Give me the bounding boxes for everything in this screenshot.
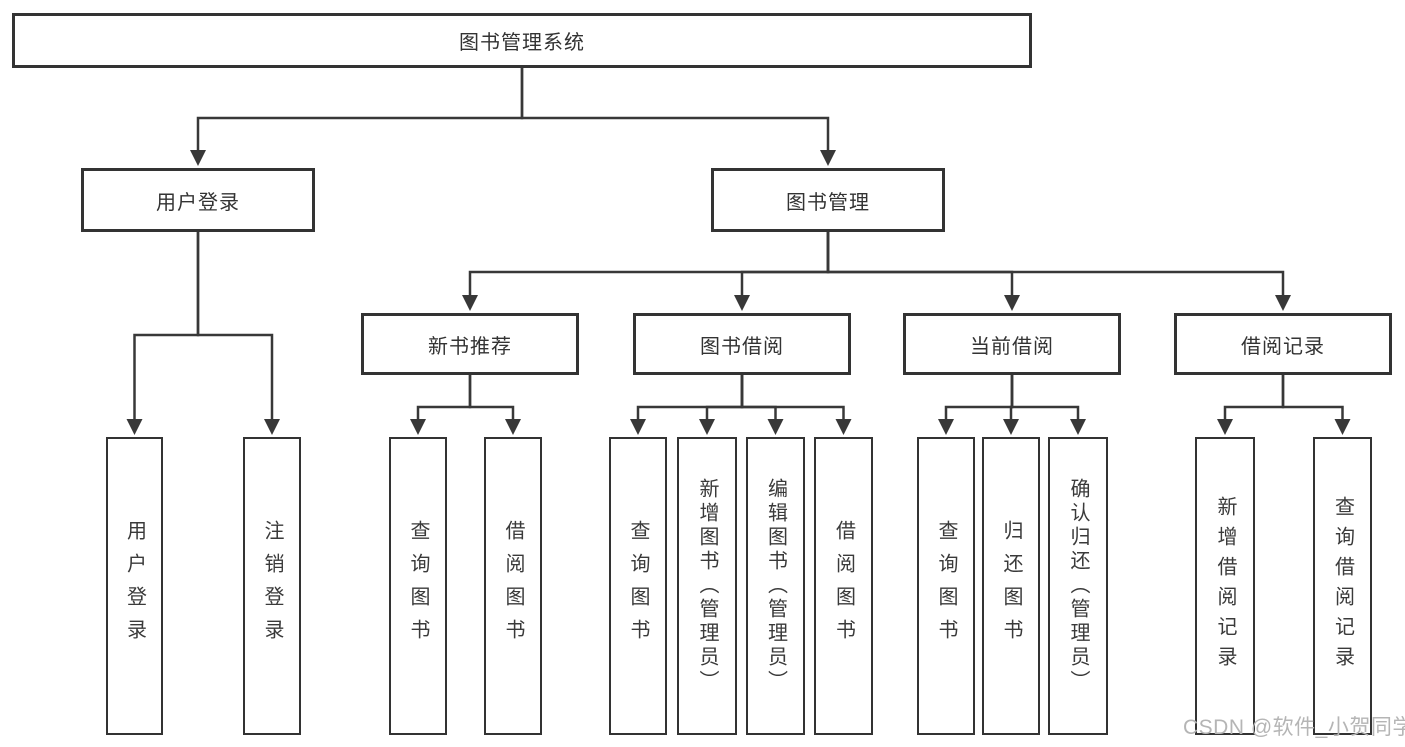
connector-cb-to-query: [938, 375, 1014, 435]
connector-book-mgmt-to-book-borrow: [734, 232, 830, 311]
leaf-bb-query-book-label: 查询图书: [627, 520, 649, 652]
node-current-borrow: 当前借阅: [903, 313, 1121, 375]
node-book-borrow-label: 图书借阅: [700, 335, 784, 358]
node-new-book-recommend-label: 新书推荐: [428, 335, 512, 358]
leaf-br-query-record-label: 查询借阅记录: [1331, 496, 1354, 676]
connector-bb-to-edit: [740, 375, 784, 435]
leaf-bb-edit-book-admin-label: 编辑图书（管理员）: [764, 478, 787, 694]
node-book-management-label: 图书管理: [786, 191, 870, 214]
node-borrow-record-label: 借阅记录: [1241, 335, 1325, 358]
connector-user-login-to-logout: [196, 232, 280, 435]
connector-root-to-book-mgmt: [520, 68, 836, 166]
leaf-user-login-label: 用户登录: [123, 520, 146, 652]
leaf-rec-query-book: 查询图书: [389, 437, 447, 735]
leaf-bb-add-book-admin-label: 新增图书（管理员）: [696, 478, 718, 694]
node-user-login: 用户登录: [81, 168, 315, 232]
leaf-bb-query-book: 查询图书: [609, 437, 667, 735]
leaf-logout: 注销登录: [243, 437, 301, 735]
leaf-bb-borrow-book-label: 借阅图书: [832, 520, 855, 652]
leaf-bb-add-book-admin: 新增图书（管理员）: [677, 437, 737, 735]
node-current-borrow-label: 当前借阅: [970, 335, 1054, 358]
node-borrow-record: 借阅记录: [1174, 313, 1392, 375]
connector-bb-to-borrow: [740, 375, 852, 435]
leaf-cb-return-book: 归还图书: [982, 437, 1040, 735]
connector-bb-to-add: [699, 375, 744, 435]
leaf-bb-edit-book-admin: 编辑图书（管理员）: [746, 437, 805, 735]
leaf-br-add-record: 新增借阅记录: [1195, 437, 1255, 735]
connector-bb-to-query: [630, 375, 744, 435]
node-root-library-system: 图书管理系统: [12, 13, 1032, 68]
csdn-watermark: CSDN @软件_小贺同学: [1183, 716, 1405, 739]
connector-br-to-query: [1281, 375, 1351, 435]
connector-br-to-add: [1217, 375, 1285, 435]
connector-book-mgmt-to-current-borrow: [826, 232, 1020, 311]
leaf-cb-return-book-label: 归还图书: [1000, 520, 1022, 652]
leaf-cb-confirm-return-admin: 确认归还（管理员）: [1048, 437, 1108, 735]
node-new-book-recommend: 新书推荐: [361, 313, 579, 375]
connector-root-to-user-login: [190, 68, 524, 166]
leaf-rec-borrow-book: 借阅图书: [484, 437, 542, 735]
leaf-cb-query-book-label: 查询图书: [935, 520, 957, 652]
node-root-label: 图书管理系统: [459, 32, 585, 54]
connector-book-mgmt-to-new-book-rec: [462, 232, 830, 311]
leaf-user-login: 用户登录: [106, 437, 163, 735]
leaf-rec-query-book-label: 查询图书: [407, 520, 429, 652]
connector-rec-to-borrow: [468, 375, 521, 435]
leaf-logout-label: 注销登录: [261, 520, 283, 652]
leaf-rec-borrow-book-label: 借阅图书: [502, 520, 524, 652]
node-book-management: 图书管理: [711, 168, 945, 232]
leaf-br-query-record: 查询借阅记录: [1313, 437, 1372, 735]
leaf-br-add-record-label: 新增借阅记录: [1214, 496, 1236, 676]
connector-book-mgmt-to-borrow-record: [826, 232, 1291, 311]
leaf-cb-confirm-return-admin-label: 确认归还（管理员）: [1067, 478, 1089, 694]
connector-cb-to-confirm: [1010, 375, 1086, 435]
leaf-cb-query-book: 查询图书: [917, 437, 975, 735]
connector-rec-to-query: [410, 375, 472, 435]
node-user-login-label: 用户登录: [156, 191, 240, 214]
node-book-borrow: 图书借阅: [633, 313, 851, 375]
leaf-bb-borrow-book: 借阅图书: [814, 437, 873, 735]
connector-user-login-to-login: [126, 232, 200, 435]
